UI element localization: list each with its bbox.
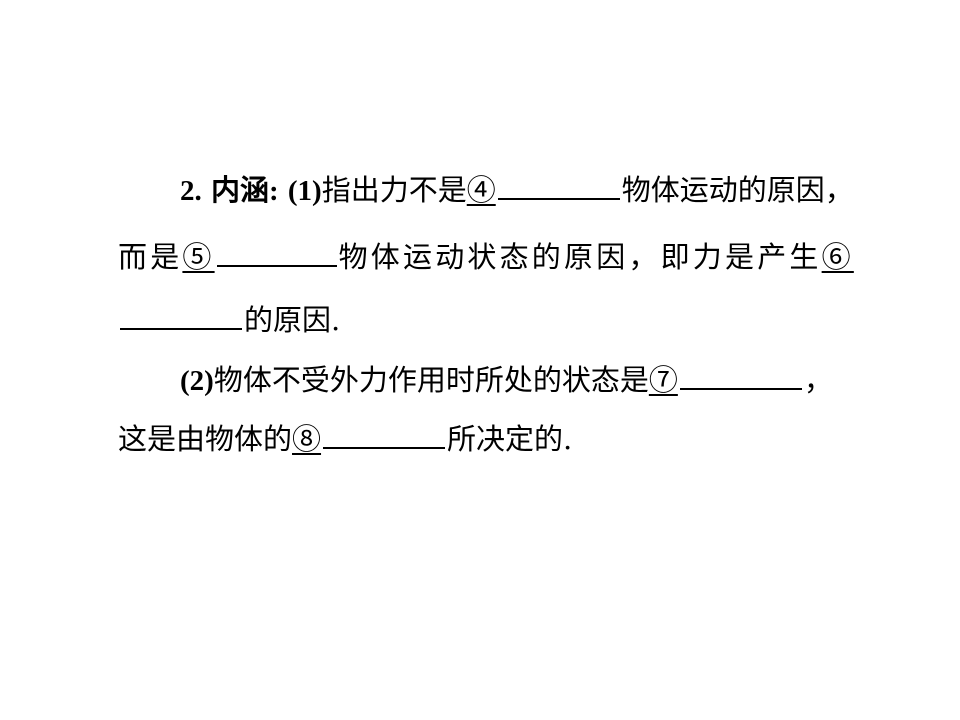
- heading-number: 2.: [180, 175, 202, 207]
- part-1-text-c: 而是: [118, 240, 183, 274]
- heading-label: 内涵: [210, 175, 269, 207]
- blank-4-number: ④: [466, 173, 496, 207]
- text-line-1: 2. 内涵: (1)指出力不是④ 物体运动的原因，: [180, 166, 854, 214]
- blank-7-number: ⑦: [648, 363, 678, 397]
- part-1-text-e: 的原因.: [244, 303, 341, 337]
- part-2-text-c: 这是由物体的: [118, 422, 293, 456]
- part-2-text-d: 所决定的.: [447, 422, 573, 456]
- part-1-text-a: 指出力不是: [321, 173, 467, 207]
- blank-6: [120, 304, 242, 330]
- part-2-label: (2): [180, 365, 214, 397]
- text-line-4: (2)物体不受外力作用时所处的状态是⑦ ，: [180, 356, 833, 404]
- blank-4: [497, 174, 620, 200]
- part-2-text-a: 物体不受外力作用时所处的状态是: [213, 363, 649, 397]
- text-line-5: 这是由物体的⑧ 所决定的.: [118, 415, 572, 463]
- text-line-3: 的原因.: [118, 296, 340, 344]
- blank-5: [216, 241, 337, 267]
- part-1-text-b: 物体运动的原因，: [621, 173, 854, 207]
- blank-7: [679, 364, 802, 390]
- part-1-text-d: 物体运动状态的原因，即力是产生: [338, 240, 822, 274]
- blank-6-number: ⑥: [821, 240, 854, 274]
- part-2-text-b: ，: [803, 363, 833, 397]
- blank-8: [323, 423, 446, 449]
- blank-5-number: ⑤: [182, 240, 215, 274]
- text-line-2: 而是⑤ 物体运动状态的原因，即力是产生⑥: [118, 233, 854, 281]
- heading-colon: :: [268, 175, 279, 207]
- blank-8-number: ⑧: [292, 422, 322, 456]
- part-1-label: (1): [287, 175, 322, 207]
